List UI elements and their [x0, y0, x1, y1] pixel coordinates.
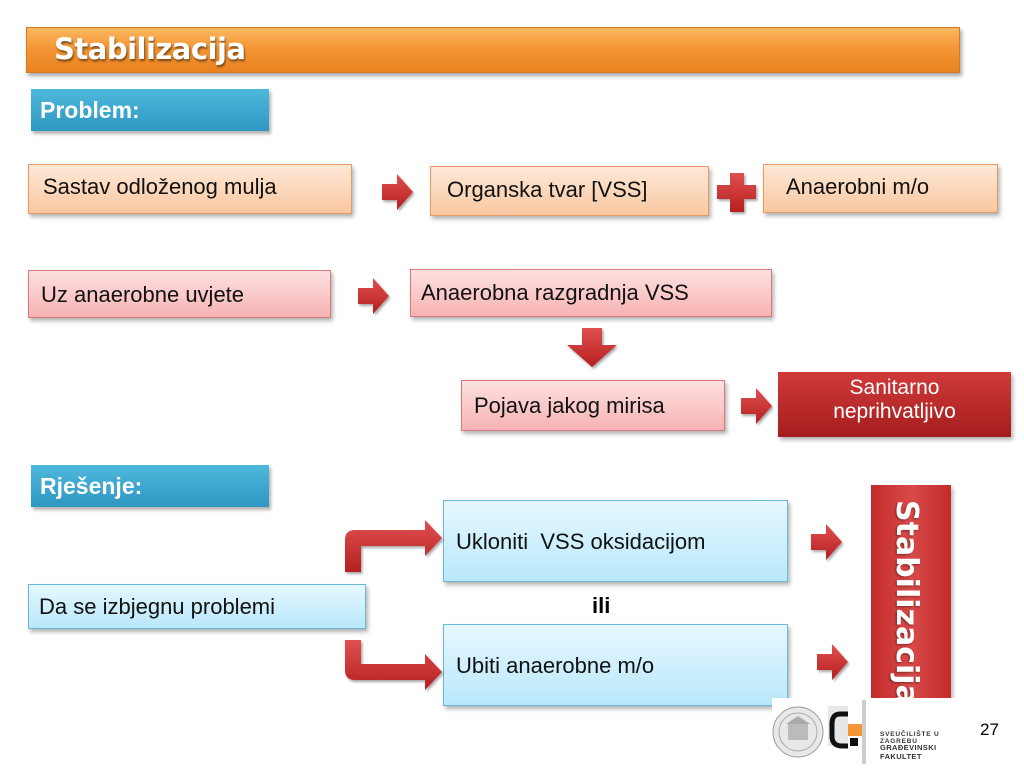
arrow-right-4	[811, 524, 842, 560]
arrow-right-5	[817, 644, 848, 680]
box-sanitarno-neprihvatljivo: Sanitarno neprihvatljivo	[778, 372, 1011, 437]
logo-line-2: GRAĐEVINSKI FAKULTET	[880, 743, 937, 761]
logo-area: SVEUČILIŠTE U ZAGREBU GRAĐEVINSKI FAKULT…	[772, 698, 972, 768]
problem-label: Problem:	[31, 89, 269, 131]
box-pojava-mirisa: Pojava jakog mirisa	[461, 380, 725, 431]
arrow-down	[567, 328, 617, 367]
box-ubiti-anaerobne: Ubiti anaerobne m/o	[443, 624, 788, 706]
arrow-right-1	[382, 174, 413, 210]
box-sastav-mulja: Sastav odloženog mulja	[28, 164, 352, 214]
logo-line-1: SVEUČILIŠTE U ZAGREBU	[880, 731, 940, 745]
sanitarno-line-2: neprihvatljivo	[833, 400, 956, 423]
plus-icon	[717, 173, 756, 212]
page-number: 27	[980, 720, 999, 739]
title-bar	[26, 27, 960, 73]
stabilizacija-vertical-bar	[871, 485, 951, 713]
box-uz-anaerobne-uvjete: Uz anaerobne uvjete	[28, 270, 331, 318]
stabilizacija-vertical-text: Stabilizacija	[889, 500, 924, 705]
ili-text: ili	[592, 593, 611, 618]
box-organska-tvar: Organska tvar [VSS]	[430, 166, 709, 216]
box-ukloniti-vss: Ukloniti VSS oksidacijom	[443, 500, 788, 582]
arrow-right-2	[358, 278, 389, 314]
box-anaerobna-razgradnja: Anaerobna razgradnja VSS	[410, 269, 772, 317]
arrow-right-3	[741, 388, 772, 424]
university-seal-icon	[772, 700, 866, 764]
arrow-curved-up	[345, 520, 442, 572]
arrow-curved-down	[345, 640, 442, 690]
solution-label: Rješenje:	[31, 465, 269, 507]
box-da-se-izbjegnu: Da se izbjegnu problemi	[28, 584, 366, 629]
sanitarno-line-1: Sanitarno	[849, 376, 940, 399]
slide-title: Stabilizacija	[54, 32, 246, 66]
box-anaerobni-mo: Anaerobni m/o	[763, 164, 998, 213]
